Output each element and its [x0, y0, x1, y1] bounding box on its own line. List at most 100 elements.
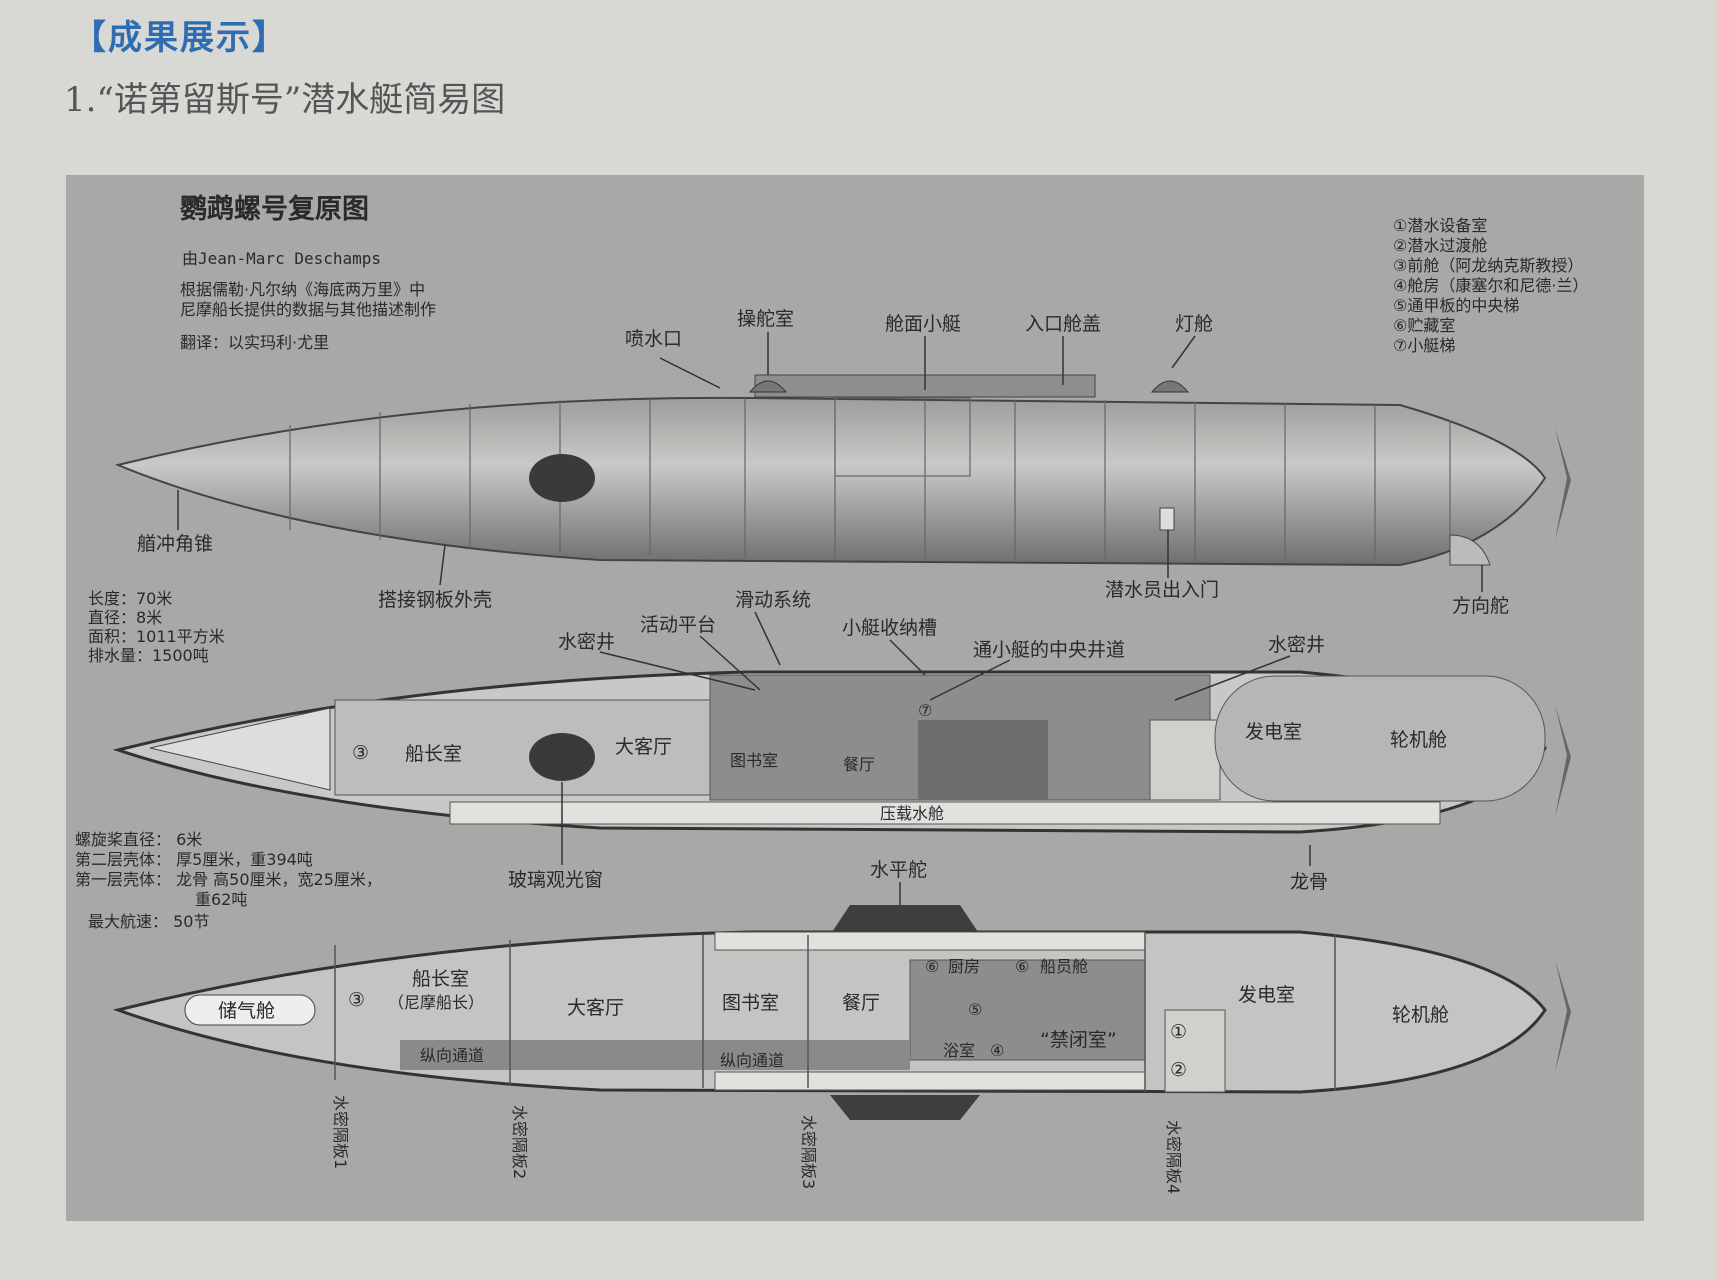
label-corridor: 纵向通道 [720, 1051, 784, 1070]
spec-outer-hull: 第二层壳体： 厚5厘米，重394吨 [75, 850, 313, 869]
label-num: ② [1170, 1059, 1187, 1081]
diagram-source-1: 根据儒勒·凡尔纳《海底两万里》中 [180, 280, 425, 299]
label-keel: 龙骨 [1290, 871, 1328, 893]
observation-window [529, 733, 595, 781]
label-generator: 发电室 [1238, 984, 1295, 1006]
diagram-shape [929, 659, 1011, 701]
propeller-icon [1555, 705, 1571, 817]
diagram-shape [834, 397, 971, 477]
label-crew: 船员舱 [1040, 957, 1088, 976]
diagram-shape [184, 994, 316, 1026]
spec-inner-hull: 第一层壳体： 龙骨 高50厘米，宽25厘米， [75, 870, 382, 889]
diagram-shape [889, 639, 926, 676]
legend-item: ⑤通甲板的中央梯 [1393, 296, 1519, 315]
diagram-shape [714, 931, 1146, 951]
label-boat-slot: 小艇收纳槽 [842, 617, 937, 639]
legend-item: ⑥贮藏室 [1393, 316, 1455, 335]
diagram-shape [1171, 335, 1196, 369]
label-entry-hatch: 入口舱盖 [1025, 313, 1101, 335]
legend-item: ②潜水过渡舱 [1393, 236, 1487, 255]
label-bulkhead: 水密隔板3 [799, 1115, 818, 1189]
spec-propeller: 螺旋桨直径： 6米 [75, 830, 202, 849]
diagram-shape [1174, 655, 1291, 701]
label-bulkhead: 水密隔板4 [1164, 1120, 1183, 1194]
label-watertight-well: 水密井 [558, 631, 615, 653]
label-num: ⑦ [918, 701, 932, 720]
spec-max-speed: 最大航速： 50节 [88, 912, 209, 931]
propeller-icon [1555, 428, 1571, 540]
label-rudder: 方向舵 [1452, 595, 1509, 617]
diagram-shape [561, 611, 1311, 905]
label-num: ⑤ [968, 1000, 982, 1019]
diagram-shape [830, 905, 980, 1120]
label-bath: 浴室 [943, 1041, 975, 1060]
label-library: 图书室 [722, 992, 779, 1014]
exterior-view [114, 374, 1571, 567]
diagram-shape [149, 707, 331, 791]
label-brig: “禁闭室” [1040, 1029, 1117, 1051]
diagram-shape [1159, 507, 1175, 531]
label-corridor: 纵向通道 [420, 1046, 484, 1065]
label-num: ⑥ [925, 957, 939, 976]
page-heading: 1.“诺第留斯号”潜水艇简易图 [64, 80, 506, 120]
label-engine: 轮机舱 [1392, 1004, 1449, 1026]
label-lantern: 灯舱 [1175, 313, 1213, 335]
diagram-shape [714, 1071, 1146, 1091]
label-num: ④ [990, 1041, 1004, 1060]
diagram-shape [659, 357, 721, 389]
label-num: ③ [352, 742, 369, 764]
diagram-shape [449, 801, 1441, 825]
legend-item: ①潜水设备室 [1393, 216, 1487, 235]
diagram-shape [289, 397, 1451, 562]
diagram-credit: 由Jean-Marc Deschamps [182, 249, 381, 268]
specs-top: 长度：70米 直径：8米 面积：1011平方米 排水量：1500吨 [88, 589, 225, 665]
label-air-tank: 储气舱 [218, 1000, 275, 1022]
rudder-shape [1449, 534, 1491, 566]
label-window: 玻璃观光窗 [508, 869, 603, 891]
label-hull: 搭接钢板外壳 [378, 589, 492, 611]
label-bulkhead: 水密隔板2 [510, 1105, 529, 1179]
label-salon: 大客厅 [567, 997, 624, 1019]
diagram-shape [400, 1040, 910, 1070]
label-captain-sub: （尼摩船长） [388, 993, 484, 1012]
label-watertight-well: 水密井 [1268, 634, 1325, 656]
diagram-shape [1149, 719, 1221, 801]
label-num: ③ [348, 989, 365, 1011]
label-wheelhouse: 操舵室 [737, 308, 794, 330]
diagram-shape [754, 611, 781, 666]
label-captain: 船长室 [405, 743, 462, 765]
spec-area: 面积：1011平方米 [88, 627, 225, 646]
label-water-jet: 喷水口 [625, 328, 682, 350]
section-view [112, 670, 1571, 834]
diagram-shape [114, 396, 1547, 567]
legend: ①潜水设备室 ②潜水过渡舱 ③前舱（阿龙纳克斯教授） ④舱房（康塞尔和尼德·兰）… [1393, 216, 1588, 355]
spec-displacement: 排水量：1500吨 [88, 646, 209, 665]
diagram-translator: 翻译：以实玛利·尤里 [180, 333, 329, 352]
label-num: ⑥ [1015, 957, 1029, 976]
diagram-shape [1164, 1009, 1226, 1093]
label-ballast: 压载水舱 [880, 804, 944, 823]
diagram-shape [599, 651, 756, 691]
label-num: ① [1170, 1021, 1187, 1043]
porthole [529, 454, 595, 502]
label-sliding-system: 滑动系统 [735, 589, 811, 611]
diagram-shape [439, 544, 446, 586]
spec-diameter: 直径：8米 [88, 608, 162, 627]
diagram-shape [177, 332, 1483, 592]
label-ram: 艏冲角锥 [137, 533, 213, 555]
diagram-source-2: 尼摩船长提供的数据与其他描述制作 [180, 300, 436, 319]
label-kitchen: 厨房 [948, 957, 980, 976]
diagram-shape [334, 932, 1336, 1092]
label-dining: 餐厅 [843, 755, 875, 774]
diagram-shape [1214, 675, 1546, 802]
label-deck-boat: 舱面小艇 [885, 313, 961, 335]
label-diver-door: 潜水员出入门 [1105, 579, 1219, 601]
diagram-shape [748, 380, 1190, 393]
legend-item: ⑦小艇梯 [1393, 336, 1455, 355]
label-salon: 大客厅 [615, 736, 672, 758]
label-dining: 餐厅 [842, 992, 880, 1014]
label-central-shaft: 通小艇的中央井道 [973, 639, 1125, 661]
plan-view [112, 905, 1571, 1120]
spec-length: 长度：70米 [88, 589, 172, 608]
